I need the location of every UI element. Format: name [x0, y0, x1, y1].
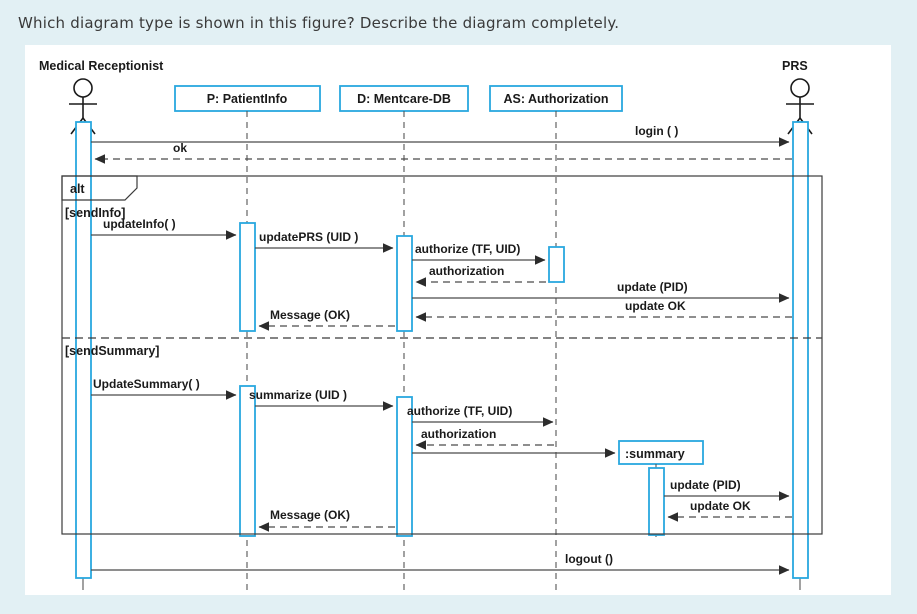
message-authorization-2: authorization — [415, 427, 554, 450]
message-label-ok: ok — [173, 141, 187, 155]
object-box-mentcare-db[interactable]: D: Mentcare-DB — [339, 85, 469, 112]
activation-bar-patientinfo-sendinfo — [239, 222, 256, 332]
message-label-message-ok-1: Message (OK) — [270, 308, 350, 322]
message-updateinfo: updateInfo( ) — [91, 217, 237, 240]
message-label-updateprs: updatePRS (UID ) — [259, 230, 358, 244]
message-login: login ( ) — [91, 124, 790, 147]
actor-label-prs: PRS — [782, 59, 808, 73]
activation-bar-patientinfo-sendsummary — [239, 385, 256, 537]
activation-bar-mentcare-db-sendinfo — [396, 235, 413, 332]
message-label-logout: logout () — [565, 552, 613, 566]
message-updateprs: updatePRS (UID ) — [255, 230, 394, 253]
message-label-update-pid-1: update (PID) — [617, 280, 688, 294]
message-update-pid-2: update (PID) — [664, 478, 790, 501]
object-label-summary: :summary — [625, 447, 685, 461]
message-authorize-1: authorize (TF, UID) — [412, 242, 546, 265]
message-label-authorization-1: authorization — [429, 264, 504, 278]
message-logout: logout () — [91, 552, 790, 575]
guard-label-sendsummary: [sendSummary] — [65, 344, 159, 358]
message-ok: ok — [94, 141, 792, 164]
diagram-panel: Medical Receptionist PRS P: PatientInfo — [25, 45, 891, 595]
message-label-updatesummary: UpdateSummary( ) — [93, 377, 200, 391]
message-update-pid-1: update (PID) — [412, 280, 790, 303]
activation-bar-mentcare-db-sendsummary — [396, 396, 413, 537]
message-label-summarize: summarize (UID ) — [249, 388, 347, 402]
message-message-ok-2: Message (OK) — [258, 508, 395, 532]
message-label-authorization-2: authorization — [421, 427, 496, 441]
activation-bar-prs — [792, 121, 809, 579]
message-label-updateinfo: updateInfo( ) — [103, 217, 176, 231]
activation-bar-summary — [648, 467, 665, 536]
activation-bar-authorization-sendinfo — [548, 246, 565, 283]
activation-bar-medical-receptionist — [75, 121, 92, 579]
message-authorization-1: authorization — [415, 264, 546, 287]
question-text: Which diagram type is shown in this figu… — [18, 14, 620, 32]
object-box-authorization[interactable]: AS: Authorization — [489, 85, 623, 112]
message-summarize: summarize (UID ) — [249, 388, 394, 411]
alt-operator-label: alt — [70, 182, 85, 196]
message-label-login: login ( ) — [635, 124, 678, 138]
object-box-patientinfo[interactable]: P: PatientInfo — [174, 85, 321, 112]
message-label-update-ok-1: update OK — [625, 299, 686, 313]
message-update-ok-2: update OK — [667, 499, 792, 522]
message-update-ok-1: update OK — [415, 299, 792, 322]
sequence-diagram: Medical Receptionist PRS P: PatientInfo — [39, 59, 823, 590]
message-label-update-pid-2: update (PID) — [670, 478, 741, 492]
object-label-authorization: AS: Authorization — [503, 92, 608, 106]
message-updatesummary: UpdateSummary( ) — [91, 377, 237, 400]
guard-label-sendinfo: [sendInfo] — [65, 206, 125, 220]
message-authorize-2: authorize (TF, UID) — [407, 404, 554, 427]
object-box-summary[interactable]: :summary — [618, 440, 704, 465]
message-message-ok-1: Message (OK) — [258, 308, 395, 331]
message-label-authorize-2: authorize (TF, UID) — [407, 404, 512, 418]
message-label-update-ok-2: update OK — [690, 499, 751, 513]
alt-fragment-frame — [61, 175, 823, 535]
message-label-authorize-1: authorize (TF, UID) — [415, 242, 520, 256]
object-label-mentcare-db: D: Mentcare-DB — [357, 92, 451, 106]
message-label-message-ok-2: Message (OK) — [270, 508, 350, 522]
object-label-patientinfo: P: PatientInfo — [207, 92, 288, 106]
alt-fragment-tag — [61, 175, 138, 201]
actor-label-medical-receptionist: Medical Receptionist — [39, 59, 164, 73]
